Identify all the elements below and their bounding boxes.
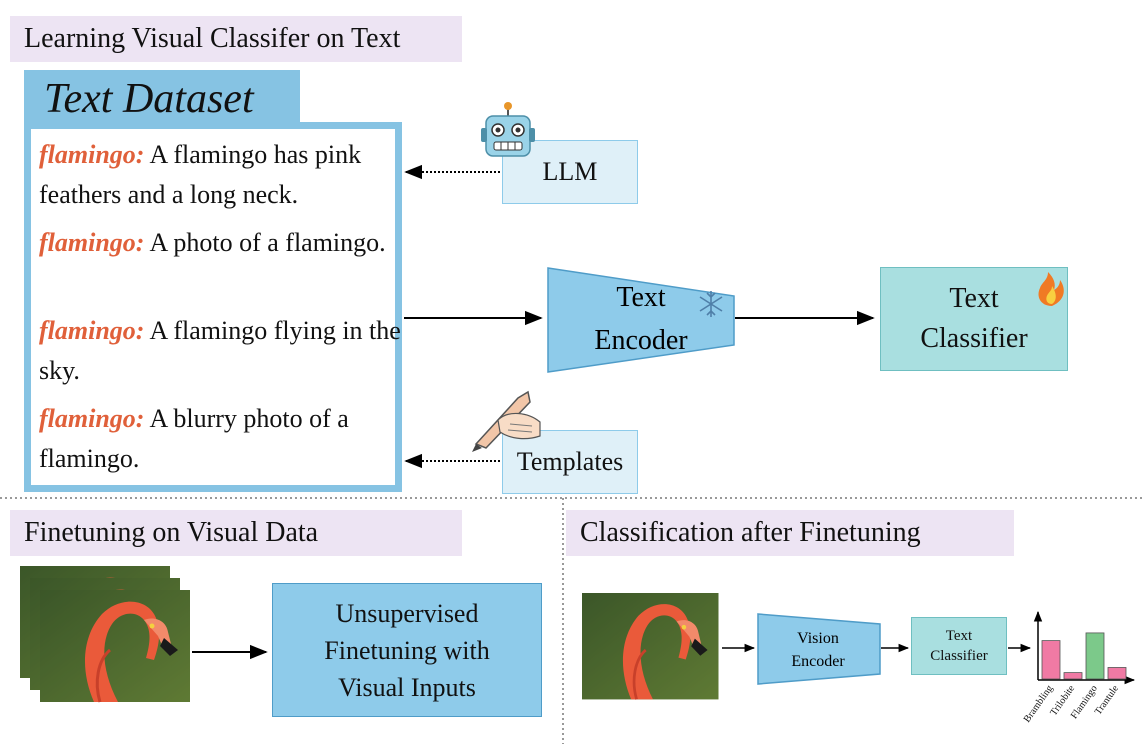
templates-label: Templates [516, 447, 624, 476]
bar-trantule [1107, 667, 1127, 680]
fire-icon [1038, 272, 1064, 306]
text-classifier-label: Text Classifier [920, 283, 1028, 354]
entry-text: A blurry photo of a flamingo. [39, 404, 349, 473]
llm-label: LLM [542, 157, 598, 186]
vision-encoder-label-line1: Vision [797, 630, 839, 647]
small-text-classifier-box: Text Classifier [911, 617, 1007, 675]
class-label: flamingo: [39, 404, 145, 433]
entry-text: A flamingo has pink feathers and a long … [39, 140, 362, 209]
dataset-entry: flamingo: A blurry photo of a flamingo. [39, 399, 401, 479]
snowflake-icon [699, 291, 723, 317]
text-encoder-label-line2: Encoder [594, 325, 688, 356]
templates-box: Templates [502, 430, 638, 494]
class-label: flamingo: [39, 140, 145, 169]
vision-encoder-label-line2: Encoder [791, 653, 845, 670]
text-dataset-box: flamingo: A flamingo has pink feathers a… [24, 122, 402, 492]
bar-flamingo [1085, 632, 1105, 680]
bar-brambling [1041, 640, 1061, 680]
text-dataset-title: Text Dataset [24, 70, 300, 128]
text-classifier-box: Text Classifier [880, 267, 1068, 371]
vision-encoder-shape [757, 613, 881, 685]
text-encoder-shape [547, 267, 735, 373]
unsupervised-finetuning-label: Unsupervised Finetuning with Visual Inpu… [324, 598, 490, 702]
bar-trilobite [1063, 672, 1083, 680]
entry-text: A photo of a flamingo. [144, 228, 386, 257]
robot-icon [481, 102, 535, 157]
class-label: flamingo: [39, 228, 145, 257]
dataset-entry: flamingo: A flamingo flying in the sky. [39, 311, 401, 391]
entry-text: A flamingo flying in the sky. [39, 316, 401, 385]
pen-hand-icon [472, 390, 541, 452]
flamingo-photo [580, 591, 720, 701]
probability-chart [1033, 610, 1136, 685]
dataset-entry: flamingo: A photo of a flamingo. [39, 223, 401, 263]
class-label: flamingo: [39, 316, 145, 345]
section-title-classification: Classification after Finetuning [566, 510, 1014, 556]
small-text-classifier-label: Text Classifier [930, 628, 988, 664]
section-title-visual-finetune: Finetuning on Visual Data [10, 510, 462, 556]
text-encoder-label-line1: Text [616, 282, 666, 313]
dataset-entry: flamingo: A flamingo has pink feathers a… [39, 135, 401, 215]
section-title-text-learning: Learning Visual Classifer on Text [10, 16, 462, 62]
flamingo-photo-stack [18, 564, 192, 704]
unsupervised-finetuning-box: Unsupervised Finetuning with Visual Inpu… [272, 583, 542, 717]
